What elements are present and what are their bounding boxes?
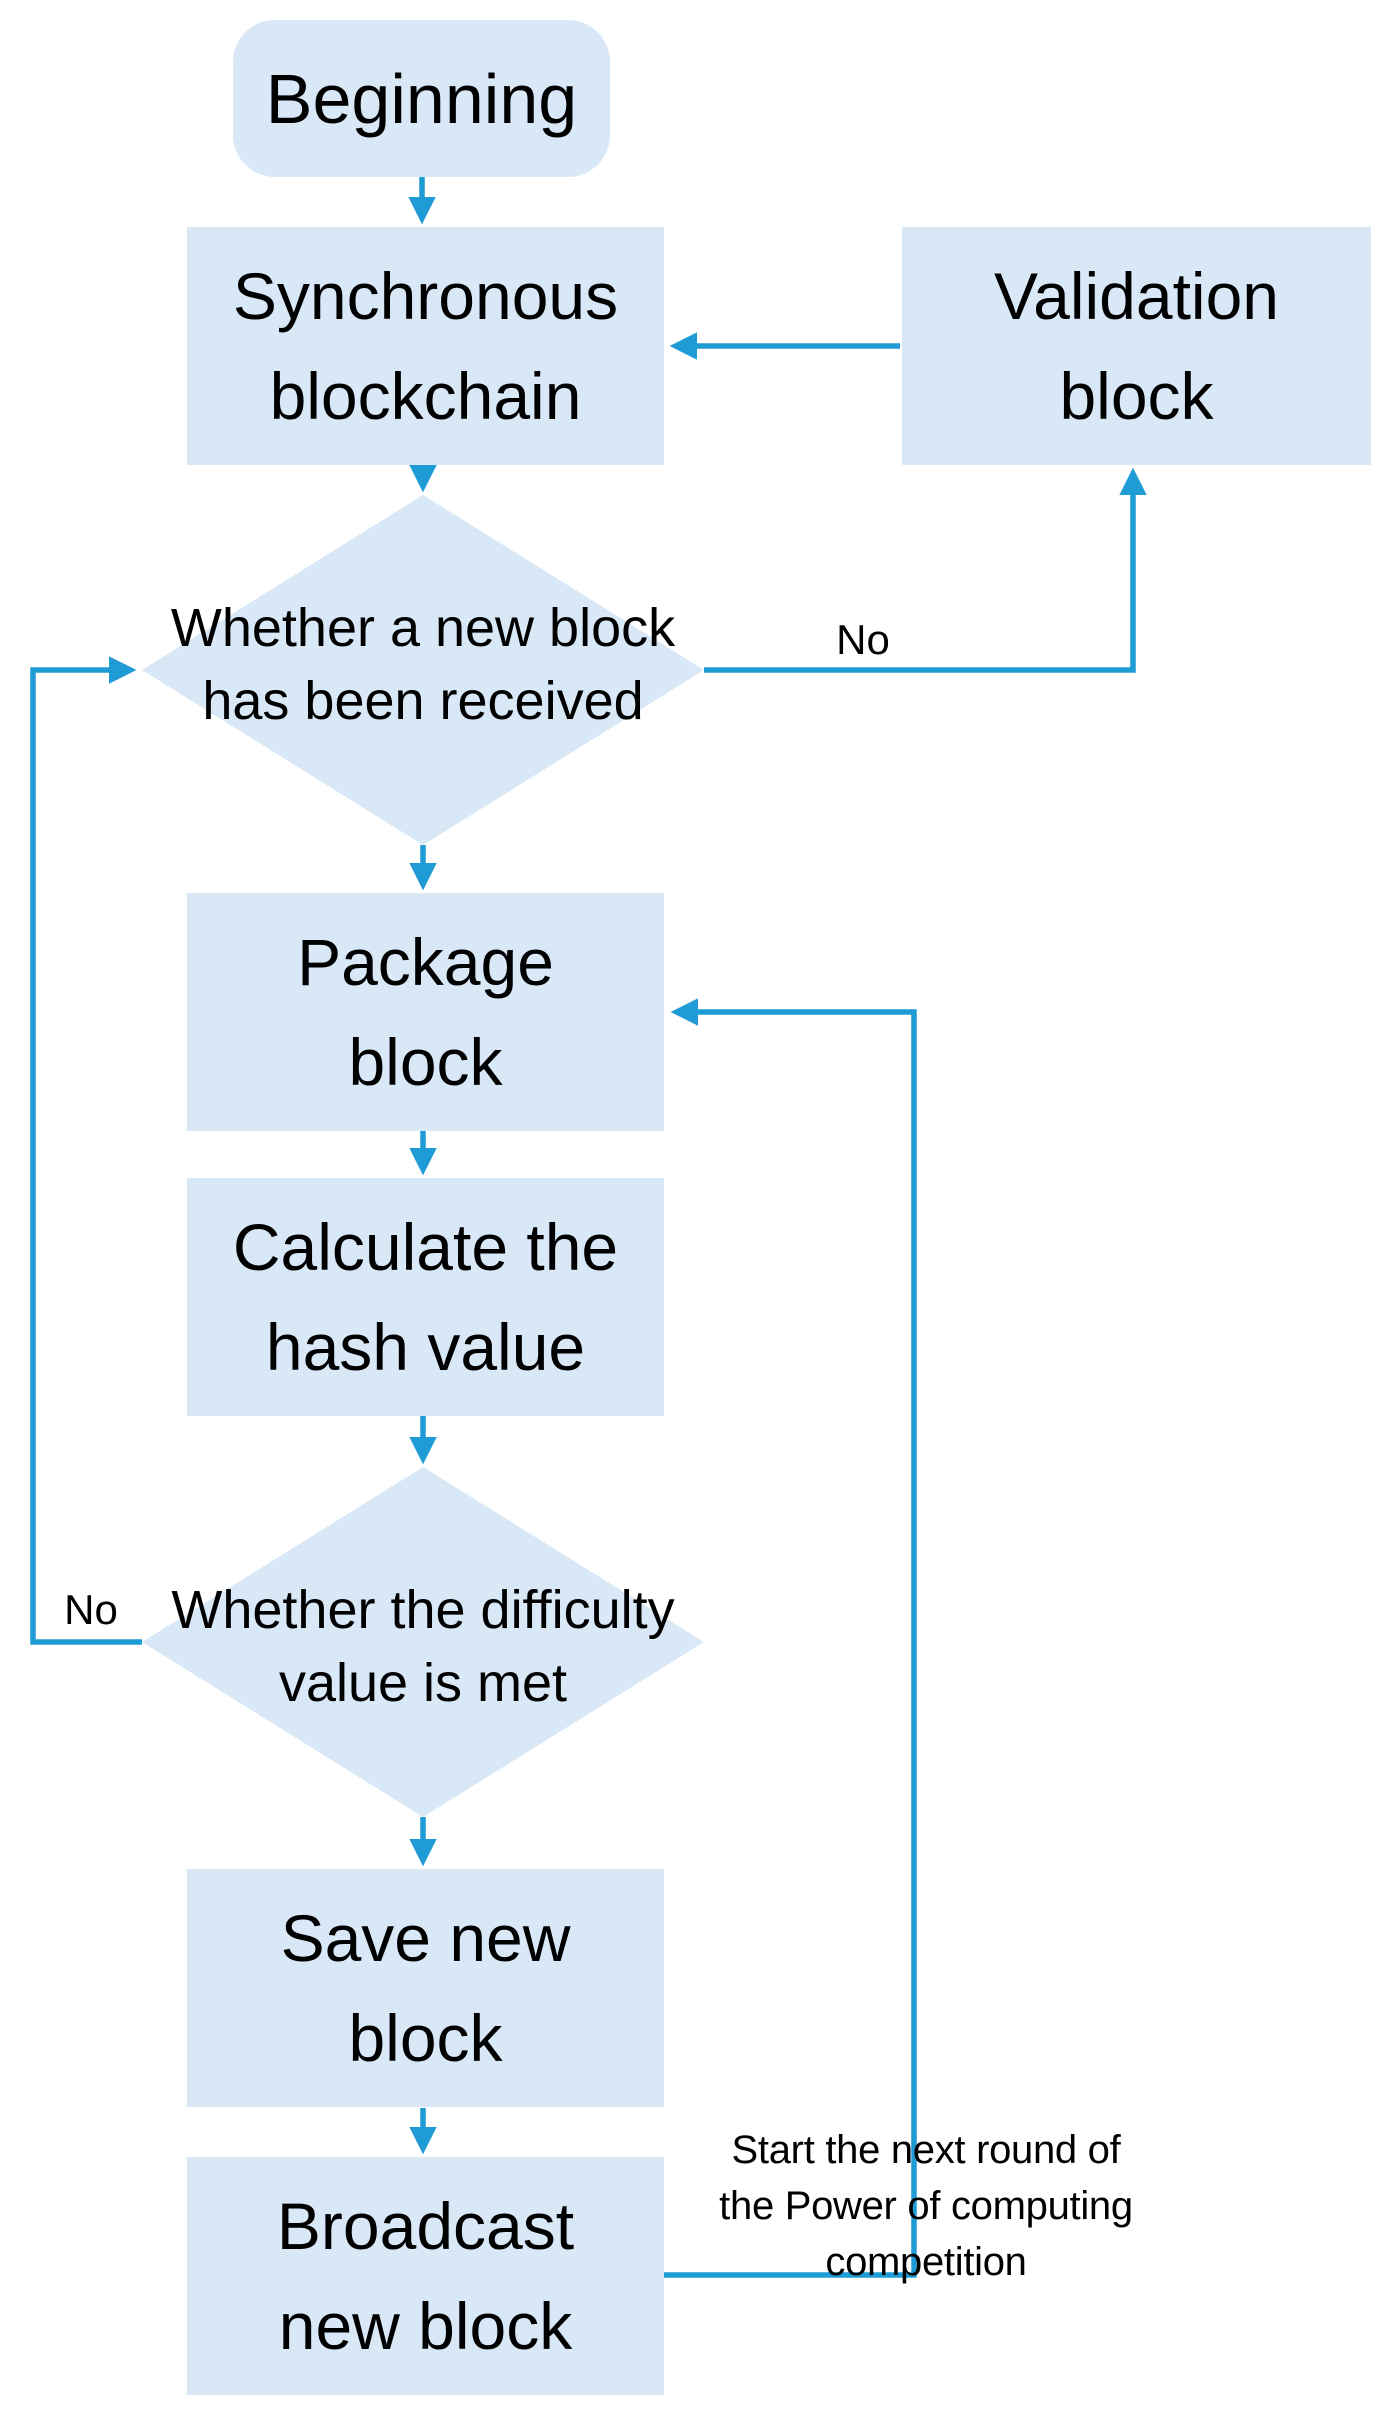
sync-label-line1: Synchronous: [232, 259, 619, 333]
validation-block-node: Validation block: [902, 227, 1371, 465]
no-label-decision1: No: [836, 616, 890, 663]
next-round-caption: Start the next round of the Power of com…: [719, 2122, 1133, 2290]
beginning-label: Beginning: [265, 59, 578, 138]
package-label-line1: Package: [297, 925, 554, 999]
difficulty-decision-diamond: [142, 1467, 704, 1817]
decision1-no-to-validation-connector: [704, 467, 1147, 673]
next-round-caption-line2: the Power of computing: [719, 2184, 1133, 2228]
decision2-label-line1: Whether the difficulty: [171, 1580, 675, 1640]
broadcast-label-line2: new block: [278, 2289, 573, 2363]
decision1-label: Whether a new block has been received: [171, 592, 675, 738]
synchronous-blockchain-node: Synchronous blockchain: [187, 227, 664, 465]
calculate-hash-node: Calculate the hash value: [187, 1178, 664, 1416]
new-block-decision-diamond: [142, 495, 704, 845]
package-label-line2: block: [348, 1025, 503, 1099]
validation-label-line2: block: [1059, 359, 1214, 433]
broadcast-block-node: Broadcast new block: [187, 2157, 664, 2395]
sync-label-line2: blockchain: [269, 359, 582, 433]
broadcast-to-package-loop-connector: [664, 998, 917, 2278]
calculate-label-line1: Calculate the: [232, 1210, 619, 1284]
calculate-label-line2: hash value: [265, 1310, 586, 1384]
broadcast-label-line1: Broadcast: [276, 2189, 575, 2263]
next-round-caption-line1: Start the next round of: [731, 2128, 1121, 2172]
next-round-caption-line3: competition: [825, 2240, 1027, 2284]
save-block-node: Save new block: [187, 1869, 664, 2107]
package-block-node: Package block: [187, 893, 664, 1131]
decision1-label-line2: has been received: [202, 671, 644, 731]
save-label-line1: Save new: [280, 1901, 571, 1975]
decision1-label-line1: Whether a new block: [170, 598, 676, 658]
decision2-no-to-decision1-connector: [30, 656, 142, 1645]
no-label-decision2: No: [64, 1586, 118, 1633]
decision2-label: Whether the difficulty value is met: [171, 1574, 674, 1720]
decision2-label-line2: value is met: [278, 1653, 568, 1713]
validation-label-line1: Validation: [994, 259, 1279, 333]
beginning-node: Beginning: [233, 20, 610, 177]
save-label-line2: block: [348, 2001, 503, 2075]
